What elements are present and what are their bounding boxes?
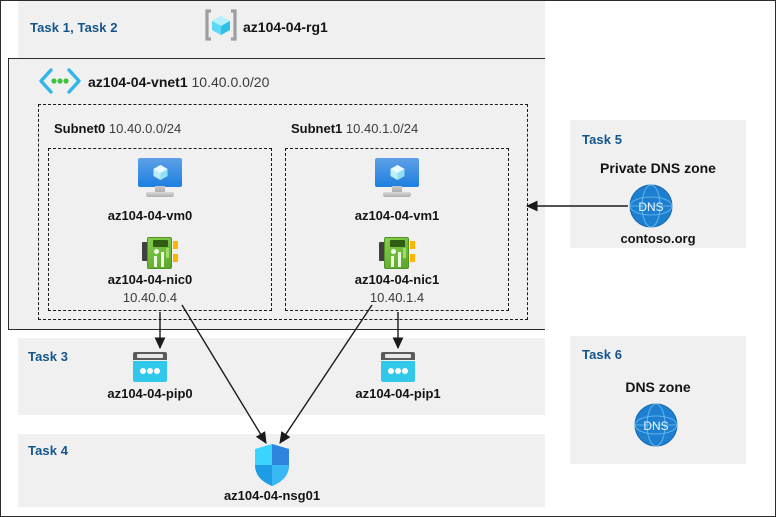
resource-group-cube-icon	[204, 8, 238, 42]
network-interface-icon	[379, 236, 415, 270]
subnet1-header: Subnet1 10.40.1.0/24	[291, 121, 418, 136]
nic0-ip: 10.40.0.4	[122, 290, 178, 305]
virtual-network-address-space: 10.40.0.0/20	[191, 74, 270, 90]
nic1-ip: 10.40.1.4	[369, 290, 425, 305]
vm0-label: az104-04-vm0	[107, 208, 193, 223]
virtual-network-header: az104-04-vnet1 10.40.0.0/20	[88, 74, 269, 90]
pip0-label: az104-04-pip0	[107, 386, 193, 401]
dns-zone-title: DNS zone	[625, 379, 691, 395]
task-label-public-ip: Task 3	[28, 349, 69, 364]
private-dns-zone-title: Private DNS zone	[600, 160, 716, 176]
subnet0-resources-box	[48, 148, 272, 311]
network-security-group-shield-icon	[253, 443, 291, 487]
virtual-machine-icon	[138, 158, 182, 198]
pip1-label: az104-04-pip1	[355, 386, 441, 401]
svg-text:DNS: DNS	[638, 200, 663, 214]
subnet0-name: Subnet0	[54, 121, 106, 136]
virtual-network-icon	[38, 68, 82, 94]
subnet0-cidr: 10.40.0.0/24	[108, 121, 182, 136]
nic0-label: az104-04-nic0	[107, 272, 193, 287]
virtual-machine-icon	[375, 158, 419, 198]
task-label-nsg: Task 4	[28, 443, 69, 458]
task-label-dns-zone: Task 6	[582, 347, 623, 362]
resource-group-name: az104-04-rg1	[243, 19, 328, 35]
public-ip-address-icon	[133, 352, 167, 382]
virtual-network-box	[8, 58, 576, 330]
subnet1-cidr: 10.40.1.0/24	[345, 121, 419, 136]
private-dns-zone-name: contoso.org	[620, 231, 696, 246]
dns-globe-icon: DNS	[634, 403, 678, 447]
task-label-private-dns-zone: Task 5	[582, 132, 623, 147]
network-interface-icon	[142, 236, 178, 270]
virtual-network-name: az104-04-vnet1	[88, 74, 188, 90]
subnet1-resources-box	[285, 148, 509, 311]
subnet0-header: Subnet0 10.40.0.0/24	[54, 121, 181, 136]
private-dns-zone-panel	[570, 120, 746, 248]
nsg-label: az104-04-nsg01	[223, 488, 321, 503]
dns-globe-icon: DNS	[629, 184, 673, 228]
public-ip-address-icon	[381, 352, 415, 382]
nic1-label: az104-04-nic1	[354, 272, 440, 287]
task-label-resource-group: Task 1, Task 2	[30, 20, 118, 35]
svg-text:DNS: DNS	[643, 419, 668, 433]
subnet1-name: Subnet1	[291, 121, 343, 136]
vm1-label: az104-04-vm1	[354, 208, 440, 223]
